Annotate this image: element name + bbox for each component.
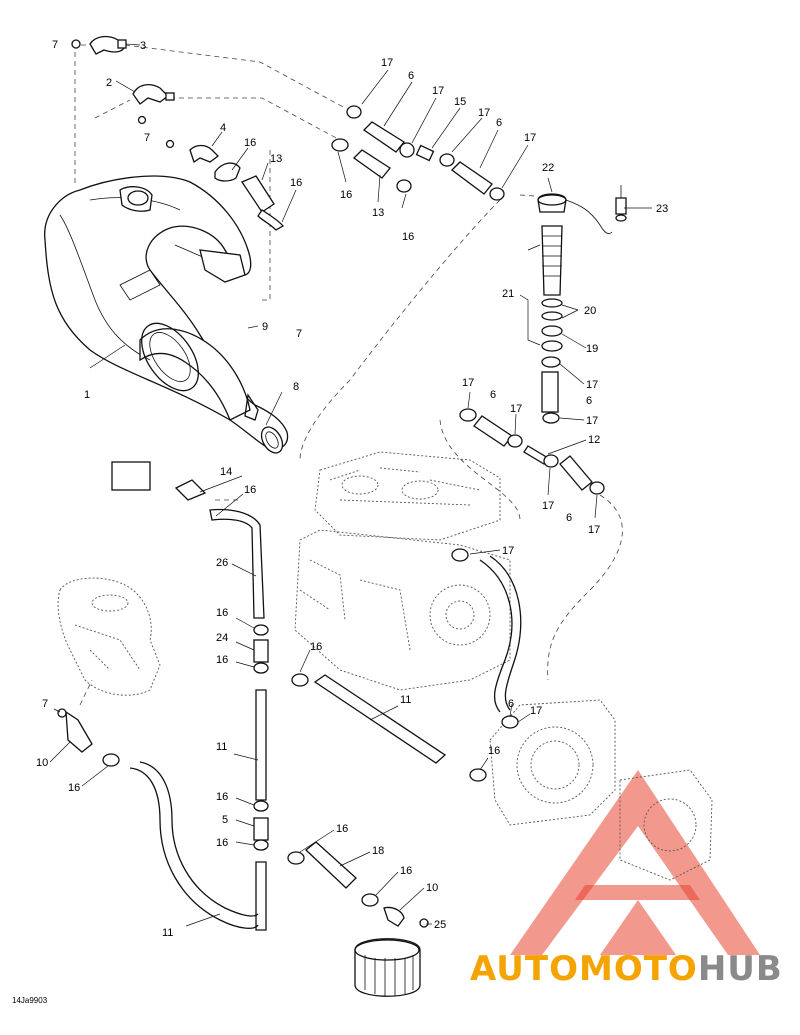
callout-16: 16 [216, 791, 228, 803]
middle-hose-cluster [459, 408, 605, 495]
callout-16: 16 [340, 189, 352, 201]
long-hose-11 [291, 673, 487, 782]
callout-12: 12 [588, 434, 600, 446]
callout-7: 7 [144, 132, 150, 144]
callout-numbers: 7 3 2 7 4 16 13 16 9 7 1 8 17 6 17 15 17… [12, 39, 668, 1005]
callout-22: 22 [542, 162, 554, 174]
callout-8: 8 [293, 381, 299, 393]
callout-17: 17 [478, 107, 490, 119]
callout-21: 21 [502, 288, 514, 300]
pump-housing-ghost [57, 577, 161, 696]
watermark-hub: HUB [698, 949, 783, 989]
callout-5: 5 [222, 814, 228, 826]
tuned-pipe [44, 175, 289, 454]
callout-4: 4 [220, 122, 226, 134]
callout-17: 17 [432, 85, 444, 97]
callout-19: 19 [586, 343, 598, 355]
callout-6: 6 [496, 117, 502, 129]
callout-16: 16 [216, 654, 228, 666]
callout-17: 17 [542, 500, 554, 512]
callout-14: 14 [220, 466, 232, 478]
callout-6: 6 [408, 70, 414, 82]
watermark-logo: AUTOMOTOHUB [470, 770, 783, 989]
engine-ghost [294, 451, 511, 691]
callout-16: 16 [216, 837, 228, 849]
callout-1: 1 [84, 389, 90, 401]
hose-18-and-strainer [287, 841, 429, 997]
callout-16: 16 [402, 231, 414, 243]
flush-connector-assembly [537, 185, 627, 424]
callout-18: 18 [372, 845, 384, 857]
callout-2: 2 [106, 77, 112, 89]
callout-24: 24 [216, 632, 228, 644]
callout-13: 13 [372, 207, 384, 219]
watermark-moto: MOTO [579, 949, 698, 989]
hose-13-upper [241, 175, 284, 231]
callout-7: 7 [296, 328, 302, 340]
callout-17: 17 [586, 415, 598, 427]
center-vertical-hose [111, 461, 269, 931]
callout-16: 16 [244, 484, 256, 496]
callout-11: 11 [162, 927, 173, 939]
callout-7: 7 [42, 698, 48, 710]
callout-10: 10 [36, 757, 48, 769]
callout-16: 16 [290, 177, 302, 189]
callout-20: 20 [584, 305, 596, 317]
callout-16: 16 [488, 745, 500, 757]
callout-16: 16 [310, 641, 322, 653]
engine-to-pump-hose [451, 548, 522, 729]
callout-23: 23 [656, 203, 668, 215]
callout-17: 17 [530, 705, 542, 717]
callout-17: 17 [524, 132, 536, 144]
callout-16: 16 [400, 865, 412, 877]
callout-3: 3 [140, 40, 146, 52]
callout-16: 16 [336, 823, 348, 835]
callout-17: 17 [586, 379, 598, 391]
callout-16: 16 [244, 137, 256, 149]
callout-9: 9 [262, 321, 268, 333]
callout-13: 13 [270, 153, 282, 165]
leader-lines [49, 43, 652, 927]
callout-26: 26 [216, 557, 228, 569]
callout-17: 17 [381, 57, 393, 69]
svg-text:AUTOMOTOHUB: AUTOMOTOHUB [470, 949, 783, 989]
callout-6: 6 [490, 389, 496, 401]
watermark-auto: AUTO [470, 949, 579, 989]
callout-17: 17 [462, 377, 474, 389]
callout-15: 15 [454, 96, 466, 108]
callout-6: 6 [566, 512, 572, 524]
callout-6: 6 [586, 395, 592, 407]
callout-16: 16 [68, 782, 80, 794]
top-fittings [71, 35, 241, 182]
callout-6: 6 [508, 698, 514, 710]
lower-left-hose-11 [57, 708, 259, 929]
drawing-code: 14Ja9903 [12, 996, 48, 1005]
callout-25: 25 [434, 919, 446, 931]
callout-16: 16 [216, 607, 228, 619]
jet-pump-ghost [489, 699, 713, 881]
upper-hose-cluster [331, 105, 505, 201]
callout-11: 11 [216, 741, 227, 753]
callout-10: 10 [426, 882, 438, 894]
callout-11: 11 [400, 694, 411, 706]
callout-7: 7 [52, 39, 58, 51]
callout-17: 17 [588, 524, 600, 536]
callout-17: 17 [502, 545, 514, 557]
callout-17: 17 [510, 403, 522, 415]
